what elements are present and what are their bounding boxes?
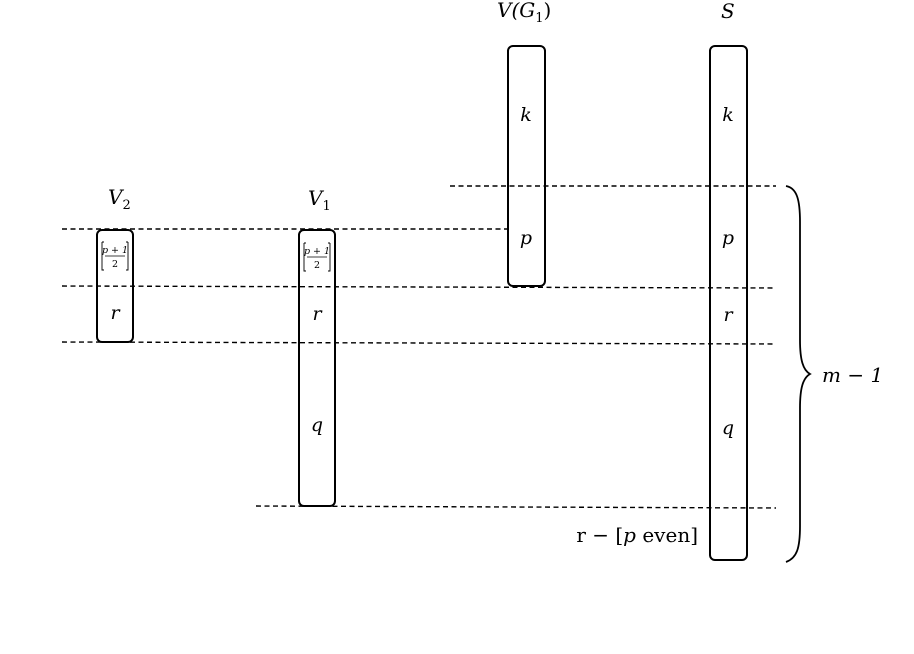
svg-text:2: 2 [112, 259, 118, 270]
cell-v2-floor-fraction: p + 1 2 [101, 241, 129, 271]
cell-v2-r: r [110, 302, 121, 324]
box-v2 [96, 229, 134, 343]
cell-s-p: p [722, 227, 734, 249]
svg-text:p + 1: p + 1 [102, 245, 128, 256]
cell-v1-q: q [311, 414, 323, 436]
cell-v1-floor-fraction: p + 1 2 [303, 242, 331, 272]
label-r-minus-p-even: r − [p even] [576, 523, 698, 547]
label-m-minus-1: m − 1 [822, 363, 883, 387]
cell-vg1-p: p [520, 227, 532, 249]
label-v-g1: V(G1) [497, 0, 551, 26]
box-s [709, 45, 748, 561]
svg-text:2: 2 [314, 260, 320, 271]
cell-s-k: k [722, 104, 734, 126]
cell-v1-r: r [312, 303, 323, 325]
box-v-g1 [507, 45, 546, 287]
box-v1 [298, 229, 336, 507]
right-curly-brace [785, 185, 812, 563]
dashed-line-bottom [255, 505, 777, 509]
label-v1: V1 [308, 186, 331, 214]
label-s: S [721, 0, 735, 23]
dashed-line-middle [61, 285, 777, 289]
cell-s-q: q [722, 417, 734, 439]
svg-text:p + 1: p + 1 [304, 246, 330, 257]
cell-vg1-k: k [520, 104, 532, 126]
dashed-line-lower [61, 341, 777, 345]
label-v2: V2 [108, 185, 131, 213]
cell-s-r: r [723, 304, 734, 326]
